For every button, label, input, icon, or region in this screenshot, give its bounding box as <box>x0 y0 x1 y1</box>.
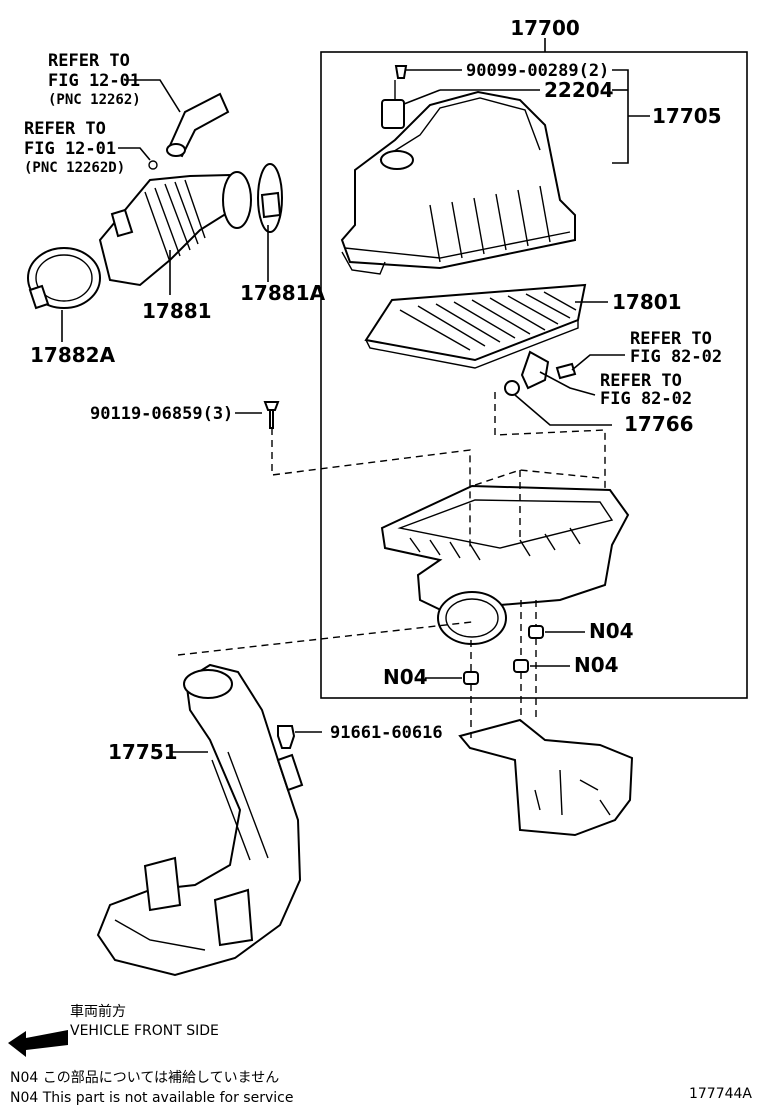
label-clamp-a: 17881A <box>240 281 326 305</box>
label-refer4-line1: REFER TO <box>600 371 682 391</box>
label-n04-b: N04 <box>574 653 619 677</box>
note-en: N04 This part is not available for servi… <box>10 1090 293 1106</box>
mounting-bracket-drawing <box>458 718 634 837</box>
front-side-jp: 車両前方 <box>70 1003 126 1020</box>
label-screw-upper: 90099-00289(2) <box>466 61 609 81</box>
label-n04-c: N04 <box>383 665 428 689</box>
label-element: 17801 <box>612 290 682 314</box>
figure-code: 177744A <box>689 1086 752 1102</box>
label-refer2-line2: FIG 12-01 <box>24 139 116 159</box>
bolt-left-drawing <box>263 401 280 429</box>
n04-grommet-c <box>463 671 479 685</box>
label-refer4-line2: FIG 82-02 <box>600 389 692 409</box>
label-bolt-left: 90119-06859(3) <box>90 404 233 424</box>
bolt-lower-drawing <box>277 725 296 749</box>
front-arrow-icon <box>8 1030 68 1057</box>
note-jp: N04 この部品については補給していません <box>10 1070 279 1086</box>
air-cleaner-cap-drawing <box>340 65 576 275</box>
bracket-screw-drawing <box>555 362 577 380</box>
assembly-frame <box>320 51 748 699</box>
label-cap-sub: 17705 <box>652 104 722 128</box>
label-assembly: 17700 <box>510 16 580 40</box>
label-refer2-line3: (PNC 12262D) <box>24 160 125 176</box>
grommet-drawing <box>504 380 520 396</box>
label-sensor: 22204 <box>544 78 614 102</box>
label-clamp-b: 17882A <box>30 343 116 367</box>
label-refer2-line1: REFER TO <box>24 119 106 139</box>
leader-lines <box>61 38 650 753</box>
inlet-duct-drawing <box>96 663 304 977</box>
bracket-drawing <box>520 350 550 390</box>
label-refer3-line1: REFER TO <box>630 329 712 349</box>
label-refer1-line3: (PNC 12262) <box>48 92 141 108</box>
label-bolt-lower: 91661-60616 <box>330 723 443 743</box>
front-side-en: VEHICLE FRONT SIDE <box>70 1023 219 1039</box>
label-hose: 17881 <box>142 299 212 323</box>
label-inlet: 17751 <box>108 740 178 764</box>
n04-grommet-a <box>528 625 544 639</box>
n04-grommet-b <box>513 659 529 673</box>
label-grommet: 17766 <box>624 412 694 436</box>
label-refer1-line2: FIG 12-01 <box>48 71 140 91</box>
intake-hose-drawing <box>27 92 283 310</box>
label-refer3-line2: FIG 82-02 <box>630 347 722 367</box>
label-refer1-line1: REFER TO <box>48 51 130 71</box>
air-cleaner-case-drawing <box>380 484 630 645</box>
label-n04-a: N04 <box>589 619 634 643</box>
assembly-guide-lines <box>177 392 606 738</box>
filter-element-drawing <box>364 283 587 369</box>
